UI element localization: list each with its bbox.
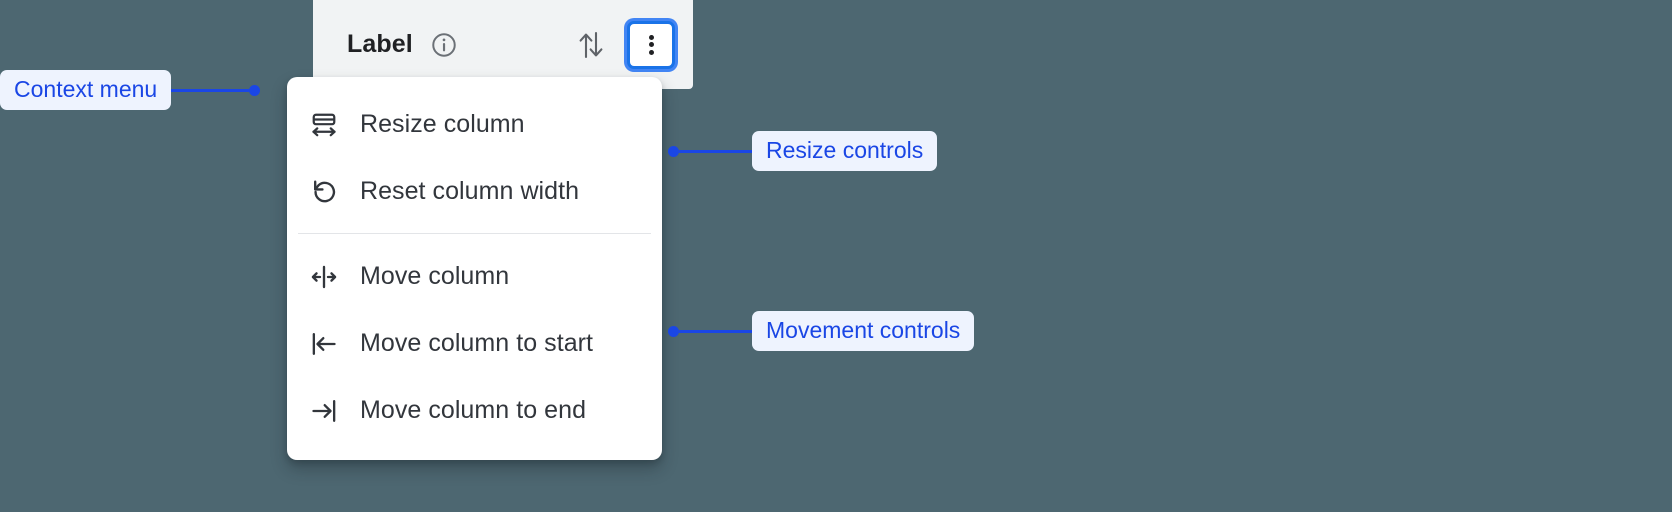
annotation-label: Resize controls (752, 131, 938, 172)
annotation-leader-line (679, 149, 752, 153)
info-circle-icon[interactable] (430, 31, 458, 59)
move-to-end-icon (309, 396, 339, 426)
sort-arrows-icon[interactable] (575, 28, 607, 62)
annotation-endpoint-dot (668, 325, 679, 337)
menu-item-label: Resize column (360, 110, 525, 138)
annotation-movement-controls: Movement controls (668, 311, 975, 352)
menu-item-resize-column[interactable]: Resize column (287, 91, 662, 158)
annotation-leader-line (679, 329, 752, 333)
move-bidirectional-icon (309, 262, 339, 292)
kebab-menu-button[interactable] (627, 20, 675, 69)
column-header-label: Label (347, 30, 413, 58)
annotation-endpoint-dot (668, 145, 679, 157)
menu-item-label: Move column (360, 262, 510, 290)
reset-undo-icon (309, 177, 339, 207)
column-context-menu: Resize column Reset column width Move co… (287, 77, 662, 460)
annotation-label: Movement controls (752, 311, 975, 352)
annotation-label: Context menu (0, 70, 172, 111)
menu-divider (298, 233, 651, 234)
column-header-card: Label (313, 0, 693, 89)
annotation-leader-line (171, 88, 250, 92)
menu-item-move-column-to-end[interactable]: Move column to end (287, 377, 662, 444)
resize-column-icon (309, 110, 339, 140)
menu-item-move-column[interactable]: Move column (287, 243, 662, 310)
move-to-start-icon (309, 329, 339, 359)
menu-item-label: Reset column width (360, 177, 580, 205)
annotation-endpoint-dot (249, 84, 261, 96)
annotation-resize-controls: Resize controls (668, 131, 938, 172)
menu-item-move-column-to-start[interactable]: Move column to start (287, 310, 662, 377)
annotation-context-menu: Context menu (0, 70, 261, 111)
menu-item-label: Move column to start (360, 329, 594, 357)
menu-item-reset-column-width[interactable]: Reset column width (287, 158, 662, 225)
menu-item-label: Move column to end (360, 396, 587, 424)
kebab-menu-icon (648, 32, 654, 57)
